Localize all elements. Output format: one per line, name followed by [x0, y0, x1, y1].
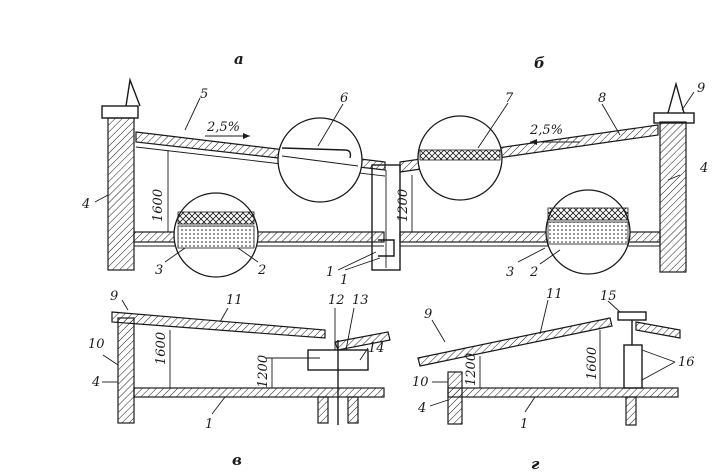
- parapet-flashing-left: [125, 77, 141, 107]
- parapet-cap-left: [101, 105, 139, 119]
- wall-right-b: [659, 121, 687, 273]
- roof-slab-v: [111, 311, 326, 339]
- floor-v: [133, 387, 385, 398]
- section-label-a: а: [234, 50, 244, 68]
- section-v: [111, 311, 391, 425]
- ridge-cap-g: [617, 311, 647, 321]
- leader-lines: [94, 91, 695, 415]
- post-g: [625, 396, 637, 426]
- section-label-g: г: [531, 455, 540, 472]
- roof-slab-g: [417, 317, 613, 367]
- dim-label-g-left: 1200: [464, 353, 479, 386]
- label-v-4: 4: [91, 375, 100, 390]
- label-g-10: 10: [412, 375, 429, 390]
- label-g-9: 9: [424, 307, 432, 322]
- detail-lens-6: [277, 117, 363, 203]
- post-v-1: [317, 396, 329, 424]
- label-v-14: 14: [368, 341, 385, 356]
- wall-g: [447, 371, 463, 425]
- label-a-1: 1: [326, 265, 334, 280]
- label-v-9: 9: [110, 289, 118, 304]
- wall-v: [117, 317, 135, 424]
- center-drain: [371, 164, 401, 271]
- label-b-3: 3: [506, 265, 514, 280]
- label-g-4: 4: [417, 401, 426, 416]
- label-b-8: 8: [598, 91, 606, 106]
- lens-6-line: [281, 155, 359, 167]
- section-label-v: в: [232, 451, 242, 469]
- label-a-4: 4: [81, 197, 90, 212]
- label-v-12: 12: [328, 293, 345, 308]
- dim-label-v-left: 1600: [154, 332, 169, 365]
- lens-7-layer: [419, 149, 501, 161]
- attic-floor-b: [399, 231, 661, 243]
- lens-b-insulation-layer: [547, 207, 629, 221]
- lens-a-slab-layer: [177, 225, 255, 249]
- label-b-4: 4: [699, 161, 708, 176]
- label-g-1: 1: [520, 417, 528, 432]
- roof-slab-v-right: [334, 331, 391, 351]
- label-v-13: 13: [352, 293, 369, 308]
- attic-floor-a: [133, 231, 385, 243]
- label-b-9: 9: [697, 81, 705, 96]
- roof-slab-g-right: [635, 321, 681, 339]
- parapet-cap-right: [653, 112, 695, 124]
- label-g-15: 15: [600, 289, 617, 304]
- label-a-2: 2: [257, 263, 266, 278]
- slope-arrowhead-a: [243, 133, 250, 139]
- section-label-b: б: [534, 54, 545, 72]
- label-b-7: 7: [505, 91, 514, 106]
- label-b-2: 2: [529, 265, 538, 280]
- label-v-1: 1: [205, 417, 213, 432]
- post-v-2: [347, 396, 359, 424]
- label-a-5: 5: [200, 87, 208, 102]
- dim-label-g-right: 1600: [585, 347, 600, 380]
- label-b-1: 1: [340, 273, 348, 288]
- drain-shaft: [371, 164, 401, 271]
- section-a: [101, 77, 386, 278]
- slope-label-right: 2,5%: [529, 123, 563, 138]
- drain-outlet: [378, 239, 395, 257]
- parapet-flashing-right: [667, 81, 685, 114]
- label-g-16: 16: [678, 355, 695, 370]
- wall-left-a: [107, 117, 135, 271]
- lens-a-insulation-layer: [177, 211, 255, 225]
- label-g-11: 11: [546, 287, 563, 302]
- label-v-11: 11: [226, 293, 243, 308]
- section-b: [399, 81, 695, 275]
- label-a-3: 3: [155, 263, 163, 278]
- support-post-g: [623, 344, 643, 389]
- label-a-6: 6: [340, 91, 348, 106]
- lens-6-membrane: [281, 147, 352, 159]
- slope-arrowhead-b: [530, 139, 537, 145]
- dim-label-v-mid: 1200: [256, 355, 271, 388]
- section-g: [417, 311, 681, 426]
- slope-label-left: 2,5%: [206, 120, 240, 135]
- lens-b-slab-layer: [547, 221, 629, 245]
- label-v-10: 10: [88, 337, 105, 352]
- dim-label-b: 1200: [396, 189, 411, 222]
- dim-label-a: 1600: [151, 189, 166, 222]
- floor-g: [447, 387, 679, 398]
